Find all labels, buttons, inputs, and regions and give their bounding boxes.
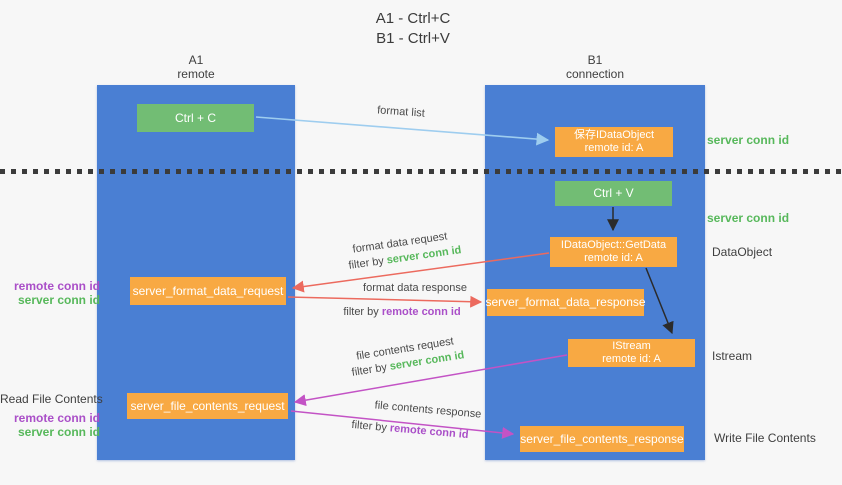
title-line-1: A1 - Ctrl+C <box>375 10 451 27</box>
istream-line2: remote id: A <box>602 353 661 365</box>
filter-by-text: filter by <box>347 254 388 272</box>
read-file-contents-label: Read File Contents <box>0 392 103 406</box>
phase-separator-dotted-line <box>0 169 842 174</box>
server-conn-id-label: server conn id <box>17 425 100 439</box>
getdata-line1: IDataObject::GetData <box>560 239 667 251</box>
remote-conn-id-label: remote conn id <box>13 411 100 425</box>
column-a-id: A1 <box>188 53 204 67</box>
label-filter-by-remote-conn-id-2: filter by remote conn id <box>340 418 481 442</box>
remote-conn-id-text: remote conn id <box>381 306 461 318</box>
column-b-id: B1 <box>587 53 603 67</box>
side-label-server-conn-id-top: server conn id <box>707 133 790 147</box>
side-label-istream: Istream <box>712 349 753 363</box>
side-label-dataobject: DataObject <box>712 245 773 259</box>
server-file-contents-response-label: server_file_contents_response <box>520 431 684 446</box>
istream-line1: IStream <box>612 340 651 352</box>
server-format-data-request-label: server_format_data_request <box>132 283 284 298</box>
diagram-title: A1 - Ctrl+C B1 - Ctrl+V <box>0 9 826 49</box>
side-label-server-conn-id-mid: server conn id <box>707 211 790 225</box>
column-a-header: A1 remote <box>97 53 295 81</box>
ctrl-v-button: Ctrl + V <box>555 181 672 206</box>
label-format-list: format list <box>376 104 426 120</box>
remote-conn-id-label: remote conn id <box>13 279 100 293</box>
label-file-contents-response: file contents response <box>374 399 482 421</box>
label-format-data-response: format data response <box>363 282 467 294</box>
left-conn-id-group-2: remote conn id server conn id <box>0 411 100 439</box>
column-b-role: connection <box>565 67 625 81</box>
filter-by-text: filter by <box>343 306 382 318</box>
arrow-format-data-response <box>287 295 483 308</box>
ctrl-v-label: Ctrl + V <box>593 186 634 200</box>
server-format-data-response-label: server_format_data_response <box>485 295 646 309</box>
ctrl-c-button: Ctrl + C <box>137 104 254 132</box>
server-format-data-response-node: server_format_data_response <box>485 289 646 316</box>
save-idataobject-line1: 保存IDataObject <box>573 129 655 141</box>
getdata-line2: remote id: A <box>584 252 643 264</box>
title-line-2: B1 - Ctrl+V <box>376 30 450 47</box>
save-idataobject-line2: remote id: A <box>584 142 644 154</box>
label-filter-by-remote-conn-id-1: filter by remote conn id <box>332 306 472 318</box>
left-conn-id-group-1: remote conn id server conn id <box>0 279 100 307</box>
save-idataobject-node: 保存IDataObject remote id: A <box>555 127 673 157</box>
column-a-role: remote <box>177 67 215 81</box>
ctrl-c-label: Ctrl + C <box>174 110 216 125</box>
idataobject-getdata-node: IDataObject::GetData remote id: A <box>550 237 677 267</box>
filter-by-text: filter by <box>351 418 391 435</box>
remote-conn-id-text: remote conn id <box>389 422 469 442</box>
server-file-contents-request-node: server_file_contents_request <box>127 393 288 419</box>
server-format-data-request-node: server_format_data_request <box>130 277 286 305</box>
column-b-header: B1 connection <box>485 53 705 81</box>
side-label-write-file-contents: Write File Contents <box>714 431 816 445</box>
server-file-contents-request-label: server_file_contents_request <box>130 398 285 413</box>
server-file-contents-response-node: server_file_contents_response <box>520 426 684 452</box>
server-conn-id-label: server conn id <box>17 293 100 307</box>
filter-by-text: filter by <box>350 360 391 379</box>
istream-node: IStream remote id: A <box>568 339 695 367</box>
